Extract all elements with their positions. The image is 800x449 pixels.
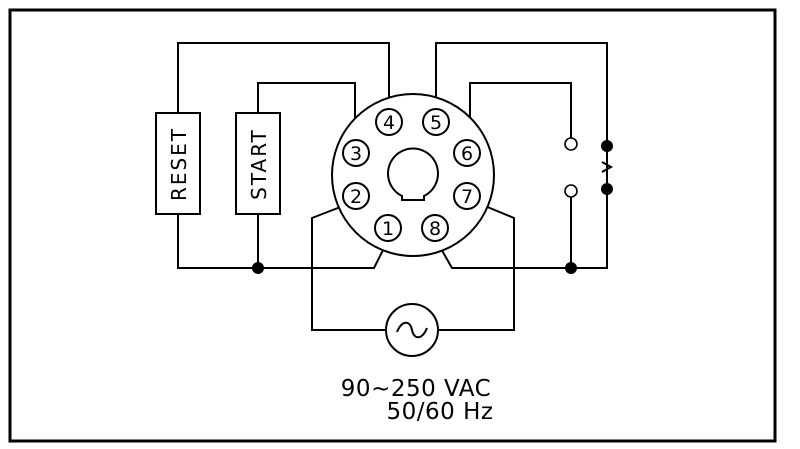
relay-arrow-icon (601, 161, 614, 173)
wire-pin2-to-supply (311, 205, 386, 331)
junction-dot (252, 262, 264, 274)
output-contact (564, 137, 614, 198)
pin-8: 8 (421, 214, 449, 242)
pin-label: 6 (461, 143, 473, 165)
pin-label: 1 (382, 218, 394, 240)
pin-1: 1 (374, 214, 402, 242)
wire-bus-to-pin1 (258, 239, 389, 269)
pin-label: 8 (429, 218, 441, 240)
junction-dot (565, 262, 577, 274)
wire-pin5-to-contact (435, 42, 608, 144)
contact-terminal-top (564, 137, 578, 151)
supply-voltage-label: 90~250 VAC (341, 376, 491, 402)
supply-frequency-label: 50/60 Hz (387, 399, 494, 425)
wire-relay-return (571, 187, 608, 269)
wire-pin7-to-supply (438, 205, 515, 331)
pin-6: 6 (453, 139, 481, 167)
pin-label: 2 (350, 186, 362, 208)
start-switch-label: START (247, 128, 271, 200)
pin-7: 7 (453, 182, 481, 210)
pin-label: 7 (461, 186, 473, 208)
sine-wave-icon (396, 321, 428, 339)
octal-socket (331, 93, 495, 257)
reset-switch-label: RESET (167, 127, 191, 201)
pin-label: 5 (430, 112, 442, 134)
pin-3: 3 (342, 139, 370, 167)
wire-reset-bottom (177, 214, 258, 269)
pin-label: 4 (383, 112, 395, 134)
wiring (177, 42, 608, 331)
pin-label: 3 (350, 143, 362, 165)
wire-start-to-pin3 (257, 82, 356, 140)
wire-reset-to-pin4 (177, 42, 390, 113)
diagram-frame (8, 8, 777, 443)
start-switch-box (235, 112, 281, 215)
pin-5: 5 (422, 108, 450, 136)
pin-2: 2 (342, 182, 370, 210)
pin-4: 4 (375, 108, 403, 136)
wire-pin6-to-contact (469, 82, 572, 140)
contact-terminal-bottom (564, 184, 578, 198)
start-switch: START (235, 112, 281, 215)
reset-switch: RESET (155, 112, 201, 215)
reset-switch-box (155, 112, 201, 215)
ac-source-icon (385, 303, 439, 357)
socket-key (387, 147, 439, 201)
